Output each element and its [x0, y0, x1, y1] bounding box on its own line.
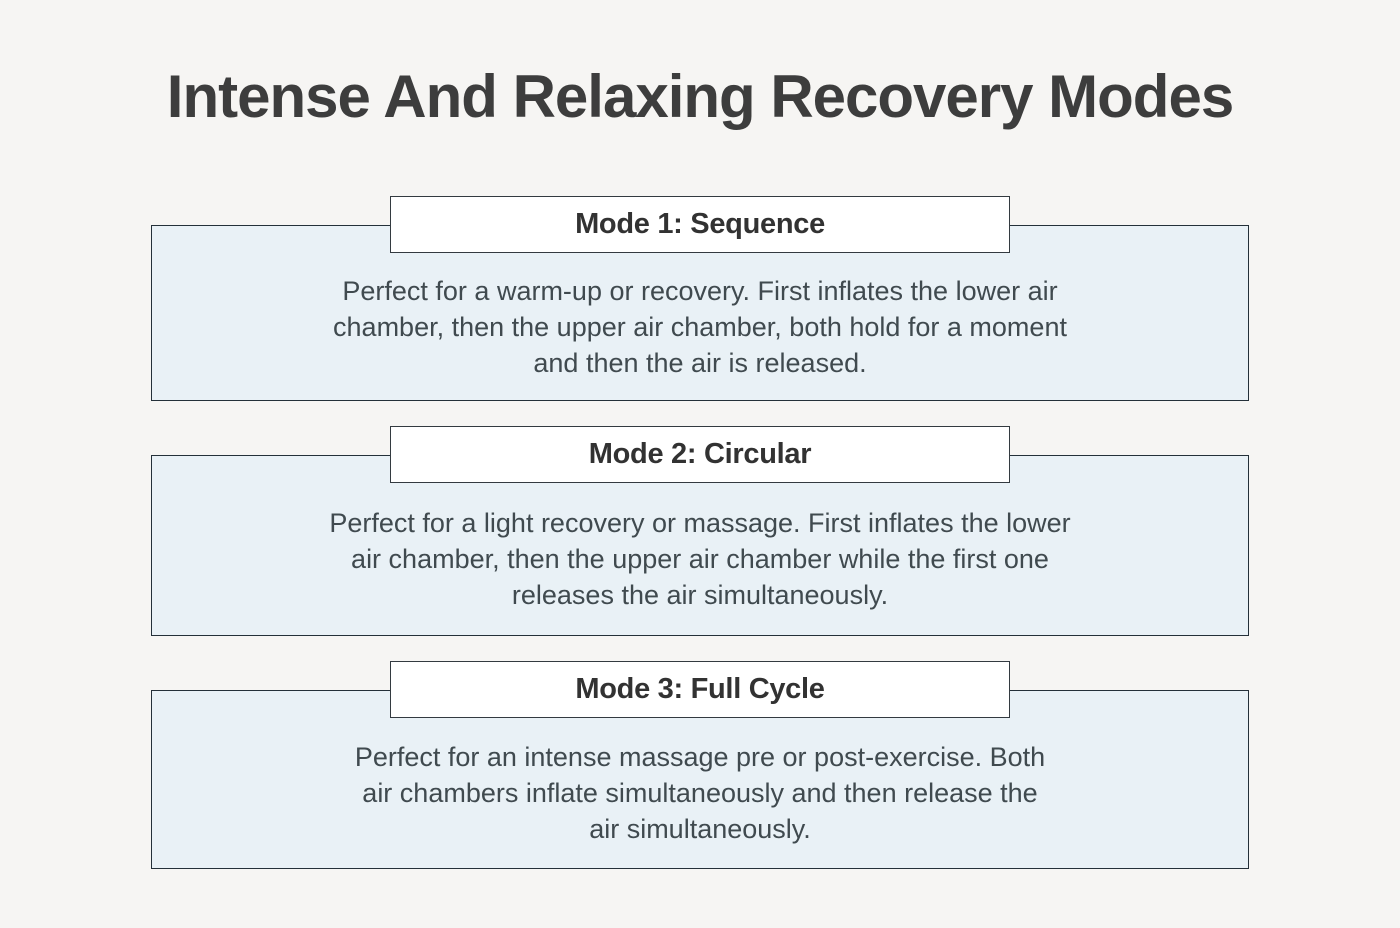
mode-3-card: Mode 3: Full Cycle Perfect for an intens… — [151, 661, 1249, 869]
mode-3-description: Perfect for an intense massage pre or po… — [354, 742, 1046, 844]
mode-2-description: Perfect for a light recovery or massage.… — [329, 508, 1071, 610]
page-title: Intense And Relaxing Recovery Modes — [166, 63, 1234, 130]
mode-2-card: Mode 2: Circular Perfect for a light rec… — [151, 426, 1249, 636]
mode-1-card: Mode 1: Sequence Perfect for a warm-up o… — [151, 196, 1249, 401]
mode-2-header: Mode 2: Circular — [390, 426, 1010, 483]
mode-3-header: Mode 3: Full Cycle — [390, 661, 1010, 718]
mode-1-header: Mode 1: Sequence — [390, 196, 1010, 253]
mode-2-title: Mode 2: Circular — [588, 438, 812, 470]
mode-3-title: Mode 3: Full Cycle — [575, 673, 825, 705]
mode-1-description: Perfect for a warm-up or recovery. First… — [333, 275, 1067, 378]
mode-1-title: Mode 1: Sequence — [575, 208, 825, 240]
